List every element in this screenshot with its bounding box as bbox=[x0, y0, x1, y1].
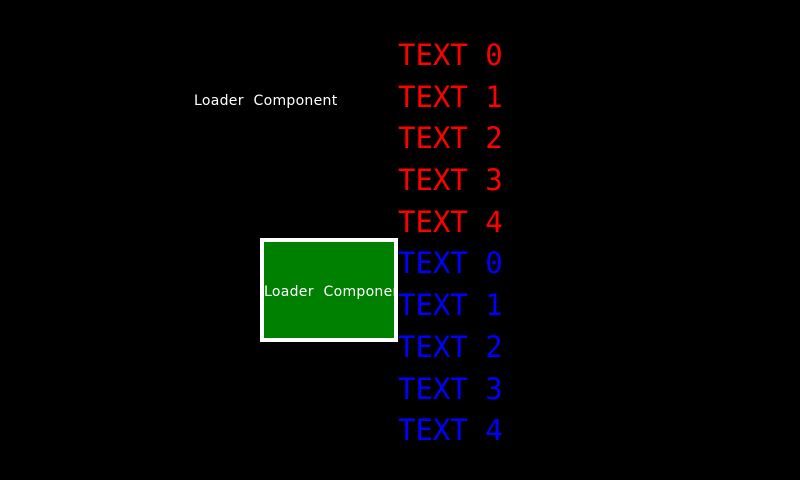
text-list-item[interactable]: TEXT 4 bbox=[398, 413, 503, 448]
text-list-item[interactable]: TEXT 3 bbox=[398, 163, 503, 198]
loader-component-box: Loader Component bbox=[260, 238, 398, 342]
text-list-item[interactable]: TEXT 0 bbox=[398, 38, 503, 72]
text-list-item[interactable]: TEXT 1 bbox=[398, 79, 503, 114]
text-list-item[interactable]: TEXT 1 bbox=[398, 288, 503, 323]
text-list-item[interactable]: TEXT 3 bbox=[398, 371, 503, 406]
text-list-item[interactable]: TEXT 2 bbox=[398, 121, 503, 156]
text-list-item[interactable]: TEXT 4 bbox=[398, 204, 503, 239]
text-list-item[interactable]: TEXT 0 bbox=[398, 246, 503, 281]
text-list-item[interactable]: TEXT 2 bbox=[398, 329, 503, 364]
text-list: TEXT 0 TEXT 1 TEXT 2 TEXT 3 TEXT 4 TEXT 0 TEXT… bbox=[398, 35, 503, 452]
loader-box-label: Loader Component bbox=[264, 284, 398, 300]
loader-component-label: Loader Component bbox=[194, 93, 338, 109]
